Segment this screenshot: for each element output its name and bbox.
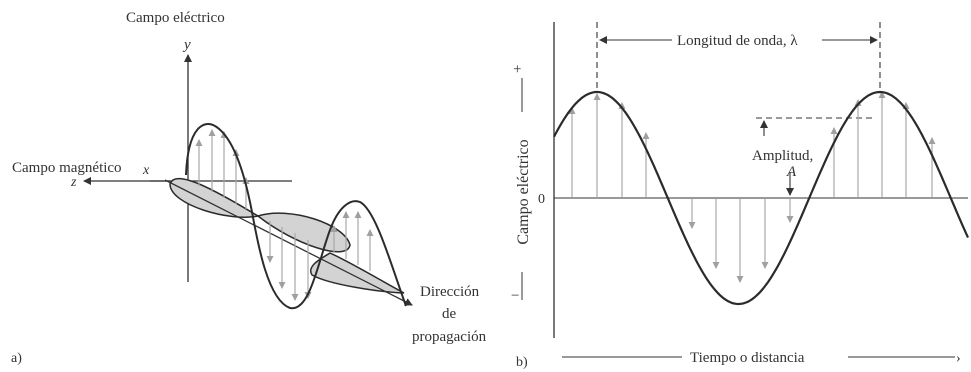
z-axis-letter: z (70, 175, 77, 190)
x-axis-letter: x (142, 163, 150, 178)
wave-curve (553, 90, 970, 306)
amplitude-symbol: A (786, 164, 797, 180)
panel-b: Longitud de onda, λ Amplitud, A 0 + − Ca… (510, 22, 970, 370)
electric-field-arrows-a (195, 129, 374, 301)
direction-label-line2: de (442, 306, 457, 322)
vertical-axis-title: Campo eléctrico (515, 139, 532, 244)
zero-label: 0 (538, 192, 545, 207)
electric-field-curve (185, 123, 407, 310)
magnetic-field-title: Campo magnético (12, 160, 122, 176)
amplitude-label: Amplitud, (752, 148, 813, 164)
electric-field-arrows-b (568, 91, 936, 283)
magnetic-lobe-2 (256, 212, 351, 253)
x-axis-title: Tiempo o distancia (690, 350, 805, 366)
y-axis-letter: y (182, 37, 191, 53)
panel-a: Campo eléctrico y x Campo magnético z Di… (11, 10, 487, 366)
wavelength-label: Longitud de onda, λ (677, 33, 798, 49)
panel-b-label: b) (516, 355, 528, 370)
x-axis-arrow: › (956, 351, 961, 366)
minus-label: − (511, 288, 519, 304)
plus-label: + (510, 65, 526, 73)
magnetic-lobe-1 (169, 177, 261, 218)
direction-label-line3: propagación (412, 329, 487, 345)
propagation-axis (164, 179, 413, 306)
direction-label-line1: Dirección (420, 284, 480, 300)
magnetic-lobe-3 (309, 252, 405, 294)
panel-a-label: a) (11, 351, 22, 366)
magnetic-field-lobes (169, 177, 405, 294)
electric-field-title: Campo eléctrico (126, 10, 225, 26)
